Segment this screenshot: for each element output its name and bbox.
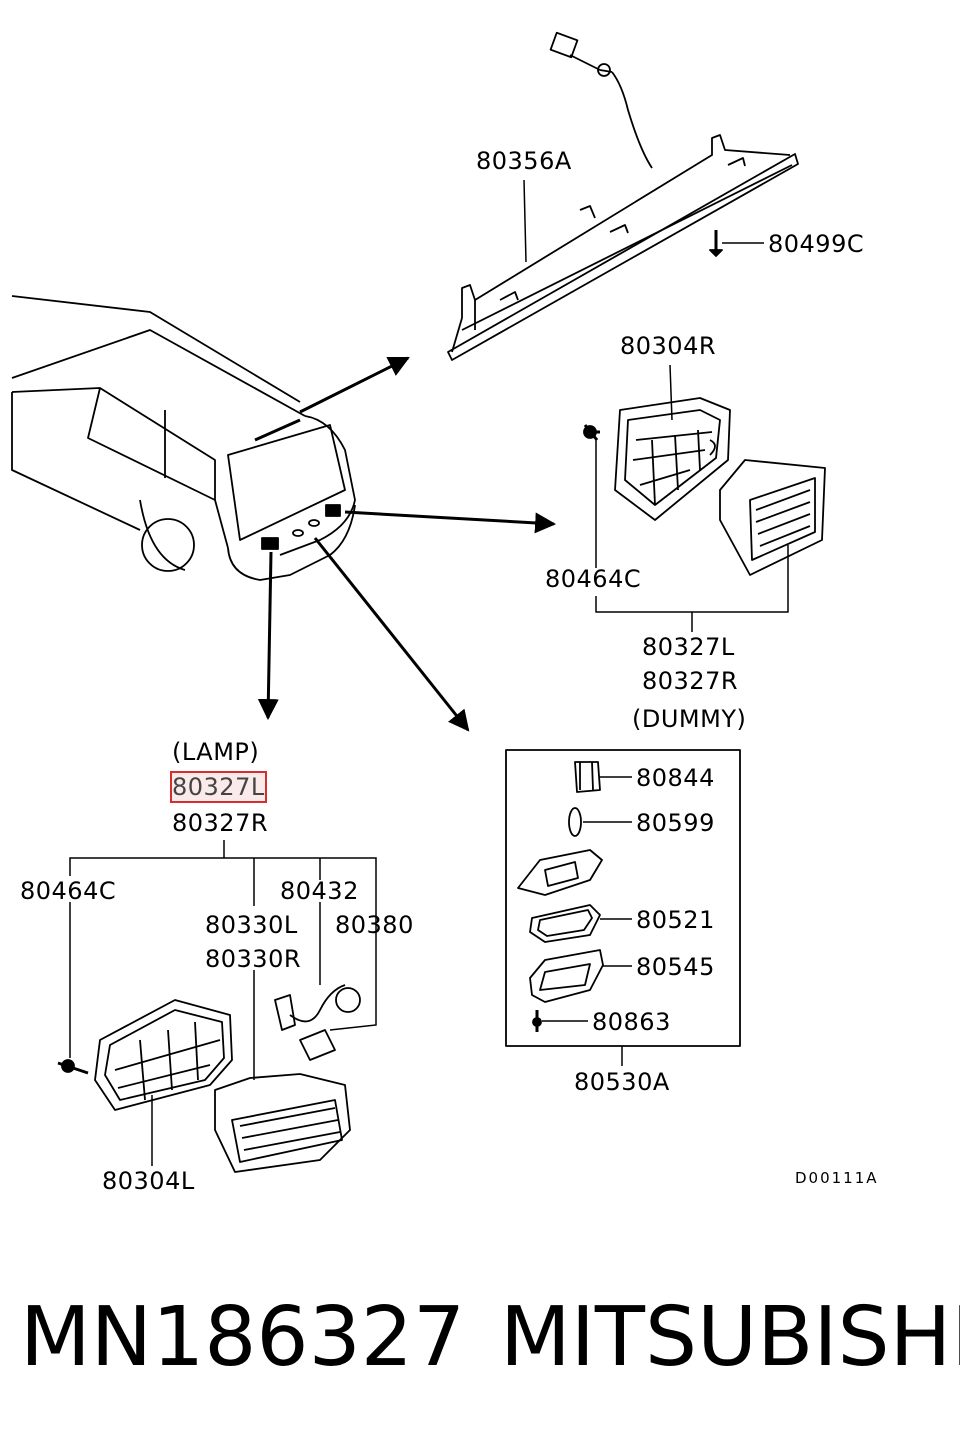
pointer-arrows xyxy=(257,356,557,732)
label-80304L: 80304L xyxy=(102,1167,195,1195)
label-80304R: 80304R xyxy=(620,332,717,360)
label-80599: 80599 xyxy=(636,809,715,837)
part-number: MN186327 xyxy=(20,1290,466,1385)
label-80499C: 80499C xyxy=(768,230,865,258)
parts-diagram xyxy=(11,31,826,1173)
label-80545: 80545 xyxy=(636,953,715,981)
label-80327L-left-highlighted[interactable]: 80327L xyxy=(170,771,267,803)
diagram-code: D00111A xyxy=(795,1169,879,1187)
label-80530A: 80530A xyxy=(574,1068,670,1096)
license-lamp-box xyxy=(505,749,741,1066)
label-80844: 80844 xyxy=(636,764,715,792)
label-80521: 80521 xyxy=(636,906,715,934)
label-80327R-right: 80327R xyxy=(642,667,739,695)
label-80327L-right: 80327L xyxy=(642,633,735,661)
dummy-lamp-assembly xyxy=(583,364,826,632)
label-80330R: 80330R xyxy=(205,945,302,973)
label-80464C-right: 80464C xyxy=(545,565,642,593)
label-80330L: 80330L xyxy=(205,911,298,939)
label-80356A: 80356A xyxy=(476,147,572,175)
left-lamp-parts xyxy=(57,984,361,1173)
label-dummy: (DUMMY) xyxy=(632,705,747,733)
car-illustration xyxy=(11,295,356,581)
label-80380: 80380 xyxy=(335,911,414,939)
label-80432: 80432 xyxy=(280,877,359,905)
brand-name: MITSUBISHI xyxy=(500,1290,960,1385)
label-80464C-left: 80464C xyxy=(20,877,117,905)
label-80327R-left: 80327R xyxy=(172,809,269,837)
label-lamp: (LAMP) xyxy=(172,738,260,766)
high-mount-stop-lamp xyxy=(447,31,799,361)
lamp-tree-lines xyxy=(69,840,377,1166)
label-80863: 80863 xyxy=(592,1008,671,1036)
